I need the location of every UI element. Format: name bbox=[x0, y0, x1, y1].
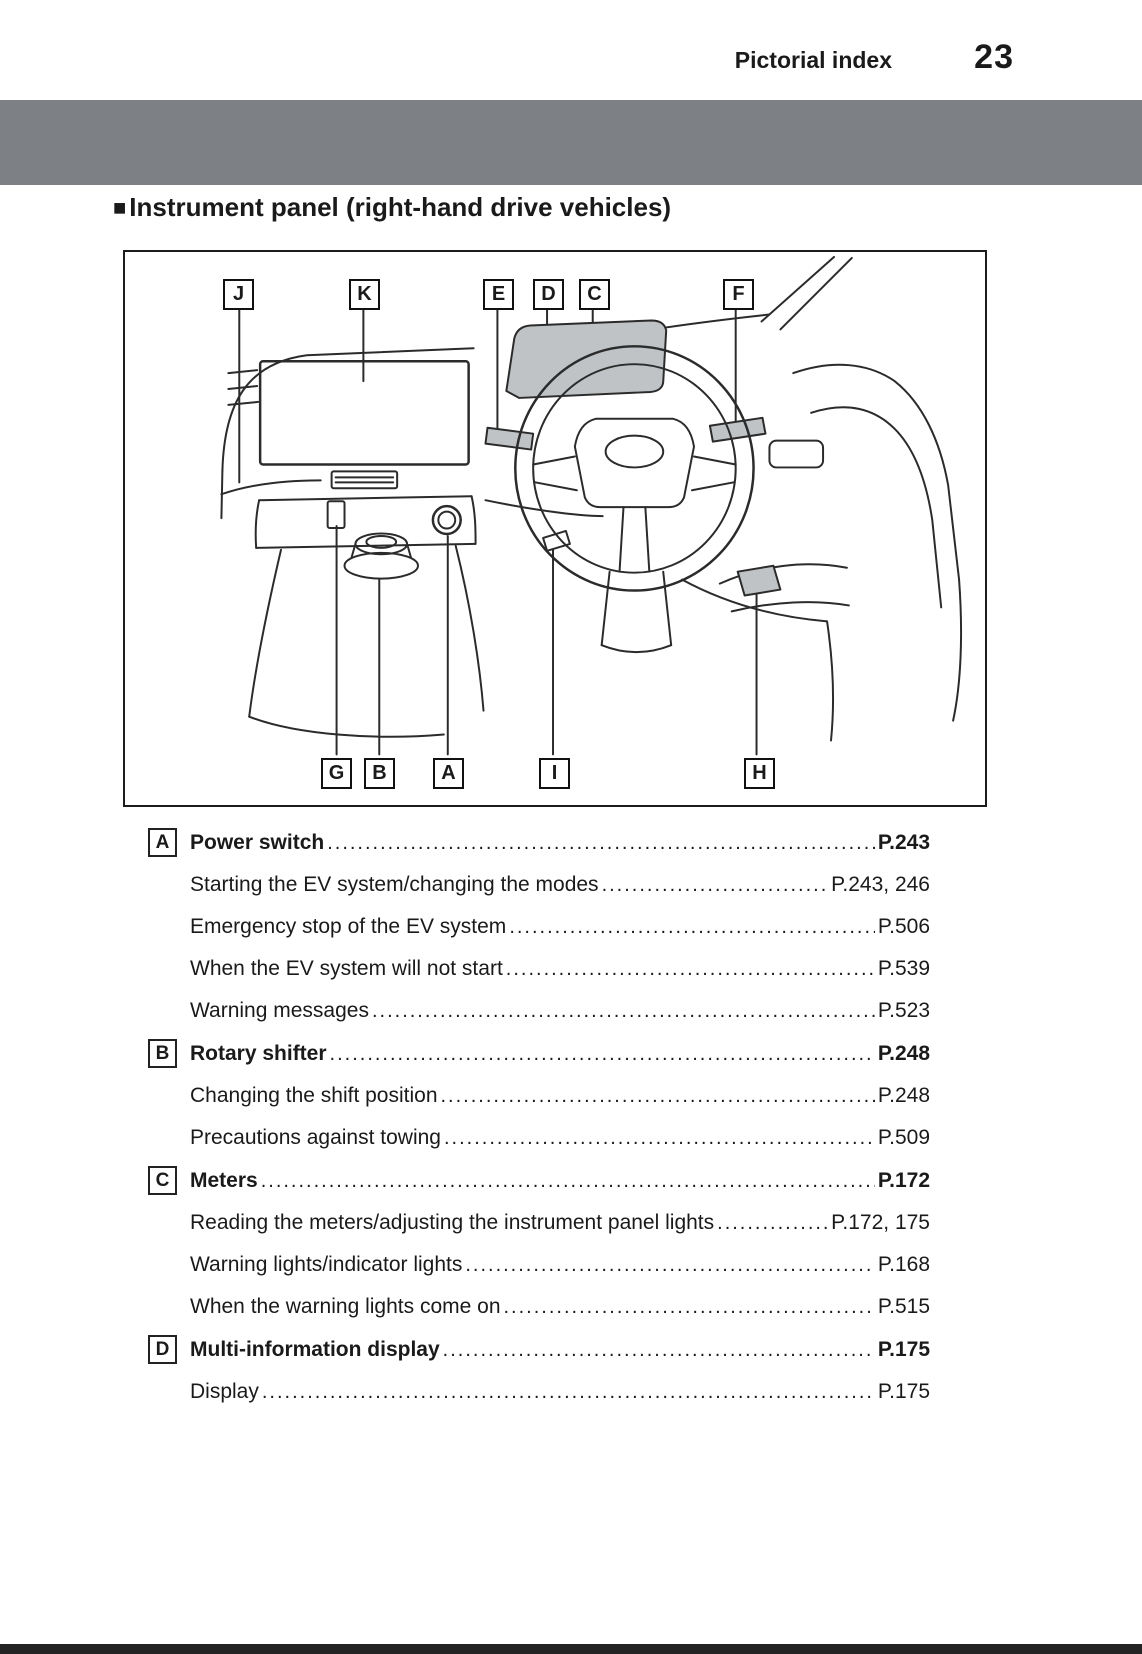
index-subentry: Display P.175 bbox=[148, 1378, 930, 1406]
subentry-label: Starting the EV system/changing the mode… bbox=[190, 873, 599, 896]
subentry-label: Warning lights/indicator lights bbox=[190, 1253, 463, 1276]
right-stalk bbox=[708, 416, 767, 443]
power-switch bbox=[431, 504, 462, 536]
dot-leader bbox=[465, 1251, 874, 1279]
dot-leader bbox=[261, 1167, 875, 1195]
subentry-label: Changing the shift position bbox=[190, 1084, 438, 1107]
dot-leader bbox=[602, 871, 829, 899]
index-subentry: Emergency stop of the EV system P.506 bbox=[148, 913, 930, 941]
page-number: 23 bbox=[974, 38, 1014, 76]
entry-page-ref: P.172 bbox=[877, 1168, 930, 1192]
subentry-page-ref: P.506 bbox=[877, 915, 930, 938]
callout-label-H: H bbox=[744, 758, 775, 789]
lower-dash bbox=[484, 499, 835, 742]
console-switch bbox=[326, 500, 346, 529]
index-subentry: Changing the shift position P.248 bbox=[148, 1082, 930, 1110]
dot-leader bbox=[330, 1040, 875, 1068]
dot-leader bbox=[441, 1082, 875, 1110]
subentry-page-ref: P.515 bbox=[877, 1295, 930, 1318]
callout-label-C: C bbox=[579, 279, 610, 310]
subentry-page-ref: P.509 bbox=[877, 1126, 930, 1149]
subentry-label: Reading the meters/adjusting the instrum… bbox=[190, 1211, 715, 1234]
index-subentry: Reading the meters/adjusting the instrum… bbox=[148, 1209, 930, 1237]
rotary-shifter bbox=[343, 532, 419, 580]
subentry-label: When the warning lights come on bbox=[190, 1295, 501, 1318]
header-section-title: Pictorial index bbox=[734, 47, 892, 73]
dot-leader bbox=[443, 1336, 875, 1364]
door-switch-panel bbox=[736, 564, 782, 597]
entry-title: Power switch bbox=[190, 830, 325, 854]
subentry-label: When the EV system will not start bbox=[190, 957, 503, 980]
section-heading: ■ Instrument panel (right-hand drive veh… bbox=[113, 192, 671, 223]
instrument-panel-diagram: J K E D C F G B A I H bbox=[123, 250, 987, 807]
subentry-page-ref: P.175 bbox=[877, 1380, 930, 1403]
entry-title: Meters bbox=[190, 1168, 258, 1192]
entry-title: Multi-information display bbox=[190, 1337, 440, 1361]
section-marker-icon: ■ bbox=[113, 194, 127, 220]
index-subentry: Warning messages P.523 bbox=[148, 997, 930, 1025]
callout-label-I: I bbox=[539, 758, 570, 789]
dot-leader bbox=[509, 913, 875, 941]
left-stalk bbox=[484, 426, 535, 451]
subentry-label: Display bbox=[190, 1380, 259, 1403]
entry-letter-badge: D bbox=[148, 1335, 177, 1364]
subentry-label: Warning messages bbox=[190, 999, 369, 1022]
callout-label-E: E bbox=[483, 279, 514, 310]
entry-page-ref: P.175 bbox=[877, 1337, 930, 1361]
left-dash-edge bbox=[220, 347, 475, 520]
dot-leader bbox=[372, 997, 875, 1025]
index-subentry: When the warning lights come on P.515 bbox=[148, 1293, 930, 1321]
callout-lines bbox=[238, 308, 758, 756]
dot-leader bbox=[506, 955, 875, 983]
subentry-label: Precautions against towing bbox=[190, 1126, 441, 1149]
callout-label-G: G bbox=[321, 758, 352, 789]
callout-label-K: K bbox=[349, 279, 380, 310]
right-dash-vent bbox=[768, 439, 825, 469]
subentry-page-ref: P.168 bbox=[877, 1253, 930, 1276]
entry-letter-badge: C bbox=[148, 1166, 177, 1195]
entry-title: Rotary shifter bbox=[190, 1041, 327, 1065]
entry-page-ref: P.248 bbox=[877, 1041, 930, 1065]
chapter-color-band bbox=[0, 100, 1142, 185]
index-entry-C: C Meters P.172 bbox=[148, 1166, 930, 1195]
callout-label-F: F bbox=[723, 279, 754, 310]
a-pillar bbox=[665, 255, 853, 331]
subentry-page-ref: P.539 bbox=[877, 957, 930, 980]
index-entry-D: D Multi-information display P.175 bbox=[148, 1335, 930, 1364]
index-subentry: Warning lights/indicator lights P.168 bbox=[148, 1251, 930, 1279]
subentry-page-ref: P.248 bbox=[877, 1084, 930, 1107]
index-entry-B: B Rotary shifter P.248 bbox=[148, 1039, 930, 1068]
dot-leader bbox=[327, 829, 875, 857]
pictorial-index-list: A Power switch P.243 Starting the EV sys… bbox=[148, 828, 930, 1420]
subentry-page-ref: P.172, 175 bbox=[831, 1211, 930, 1234]
dashboard-illustration bbox=[220, 255, 963, 756]
release-lever bbox=[542, 529, 571, 552]
index-subentry: When the EV system will not start P.539 bbox=[148, 955, 930, 983]
subentry-page-ref: P.243, 246 bbox=[831, 873, 930, 896]
callout-label-A: A bbox=[433, 758, 464, 789]
entry-letter-badge: B bbox=[148, 1039, 177, 1068]
steering-wheel bbox=[514, 345, 755, 654]
dot-leader bbox=[262, 1378, 875, 1406]
entry-letter-badge: A bbox=[148, 828, 177, 857]
dot-leader bbox=[444, 1124, 875, 1152]
callout-label-J: J bbox=[223, 279, 254, 310]
subentry-page-ref: P.523 bbox=[877, 999, 930, 1022]
dot-leader bbox=[504, 1293, 875, 1321]
dot-leader bbox=[717, 1209, 828, 1237]
section-title: Instrument panel (right-hand drive vehic… bbox=[129, 192, 672, 222]
subentry-label: Emergency stop of the EV system bbox=[190, 915, 507, 938]
center-console bbox=[248, 495, 485, 738]
index-subentry: Starting the EV system/changing the mode… bbox=[148, 871, 930, 899]
meter-display bbox=[505, 319, 668, 399]
entry-page-ref: P.243 bbox=[877, 830, 930, 854]
index-entry-A: A Power switch P.243 bbox=[148, 828, 930, 857]
callout-label-D: D bbox=[533, 279, 564, 310]
door-panel bbox=[718, 363, 963, 722]
callout-label-B: B bbox=[364, 758, 395, 789]
multimedia-display bbox=[258, 359, 470, 490]
index-subentry: Precautions against towing P.509 bbox=[148, 1124, 930, 1152]
page-footer-band bbox=[0, 1644, 1142, 1654]
